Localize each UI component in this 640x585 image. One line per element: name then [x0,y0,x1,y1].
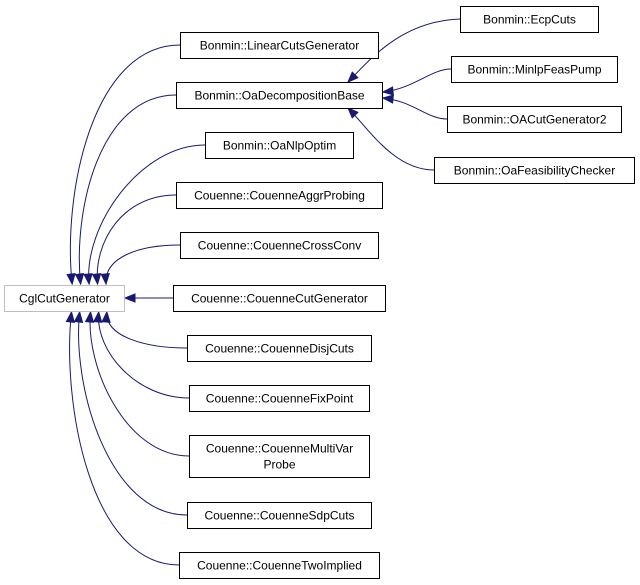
node-label-cutgen: Couenne::CouenneCutGenerator [191,292,368,306]
edge-sdp-to-cgl [78,311,188,516]
node-box-multi [189,435,370,478]
node-aggr[interactable]: Couenne::CouenneAggrProbing [176,182,383,209]
edge-fix-to-cgl [98,311,190,399]
arrowhead-sdp [73,310,84,323]
node-box-oacg2 [447,106,622,133]
arrowhead-disj [101,310,111,323]
node-label-feas: Bonmin::MinlpFeasPump [467,63,601,77]
node-box-feas [451,56,618,83]
node-layer: CglCutGenerator Bonmin::LinearCutsGenerat… [4,6,635,579]
arrowhead-oacg2 [381,94,394,104]
node-box-cutgen [173,285,386,312]
edge-disj-to-cgl [106,311,188,349]
edge-aggr-to-cgl [96,194,177,285]
arrowhead-oanlp [83,273,93,286]
node-box-oanlp [205,132,354,159]
node-oanlp[interactable]: Bonmin::OaNlpOptim [205,132,354,159]
node-ecp[interactable]: Bonmin::EcpCuts [460,6,599,33]
node-label-oafc: Bonmin::OaFeasibilityChecker [454,164,615,178]
node-label-multi: Probe [263,458,295,472]
arrowhead-oafc [347,107,359,119]
arrowhead-two [65,310,76,323]
arrowhead-cutgen [123,293,136,303]
edge-layer [65,18,461,566]
node-box-fix [189,385,370,412]
edge-two-to-cgl [69,311,180,566]
arrowhead-oadb [74,273,85,286]
node-box-sdp [187,502,372,529]
arrowhead-aggr [91,273,102,286]
node-box-cross [180,232,379,259]
node-feas[interactable]: Bonmin::MinlpFeasPump [451,56,618,83]
node-oacg2[interactable]: Bonmin::OACutGenerator2 [447,106,622,133]
node-fix[interactable]: Couenne::CouenneFixPoint [189,385,370,412]
node-cgl[interactable]: CglCutGenerator [4,285,125,312]
node-oafc[interactable]: Bonmin::OaFeasibilityChecker [434,157,635,184]
node-label-fix: Couenne::CouenneFixPoint [206,392,354,406]
arrowhead-cross [100,273,110,286]
node-box-lcg [180,32,379,59]
node-box-aggr [176,182,383,209]
node-oadb[interactable]: Bonmin::OaDecompositionBase [176,82,383,109]
node-label-oadb: Bonmin::OaDecompositionBase [194,89,364,103]
node-box-two [179,552,380,579]
arrowhead-ecp [347,71,359,83]
edge-oadb-to-cgl [78,94,177,285]
node-box-oadb [176,82,383,109]
arrowhead-lcg [66,273,76,286]
node-label-ecp: Bonmin::EcpCuts [483,13,576,27]
node-box-cgl [4,285,125,312]
edge-cross-to-cgl [105,244,181,285]
edge-multi-to-cgl [89,311,190,457]
arrowhead-feas [381,86,394,96]
node-box-oafc [434,157,635,184]
node-lcg[interactable]: Bonmin::LinearCutsGenerator [180,32,379,59]
node-two[interactable]: Couenne::CouenneTwoImplied [179,552,380,579]
node-box-disj [187,335,372,362]
edge-lcg-to-cgl [69,44,181,285]
node-label-cgl: CglCutGenerator [19,292,110,306]
edge-oafc-to-oadb [347,107,435,171]
node-label-disj: Couenne::CouenneDisjCuts [205,342,354,356]
node-box-ecp [460,6,599,33]
node-label-oanlp: Bonmin::OaNlpOptim [223,139,336,153]
node-disj[interactable]: Couenne::CouenneDisjCuts [187,335,372,362]
node-label-oacg2: Bonmin::OACutGenerator2 [462,113,606,127]
node-label-two: Couenne::CouenneTwoImplied [197,559,362,573]
edge-oanlp-to-cgl [88,144,206,285]
arrowhead-fix [93,310,103,323]
node-label-lcg: Bonmin::LinearCutsGenerator [200,39,359,53]
node-cutgen[interactable]: Couenne::CouenneCutGenerator [173,285,386,312]
node-label-cross: Couenne::CouenneCrossConv [198,239,361,253]
node-cross[interactable]: Couenne::CouenneCrossConv [180,232,379,259]
node-label-sdp: Couenne::CouenneSdpCuts [204,509,354,523]
arrowhead-multi [84,310,95,323]
node-sdp[interactable]: Couenne::CouenneSdpCuts [187,502,372,529]
node-label-aggr: Couenne::CouenneAggrProbing [194,189,365,203]
node-label-multi: Couenne::CouenneMultiVar [206,442,353,456]
